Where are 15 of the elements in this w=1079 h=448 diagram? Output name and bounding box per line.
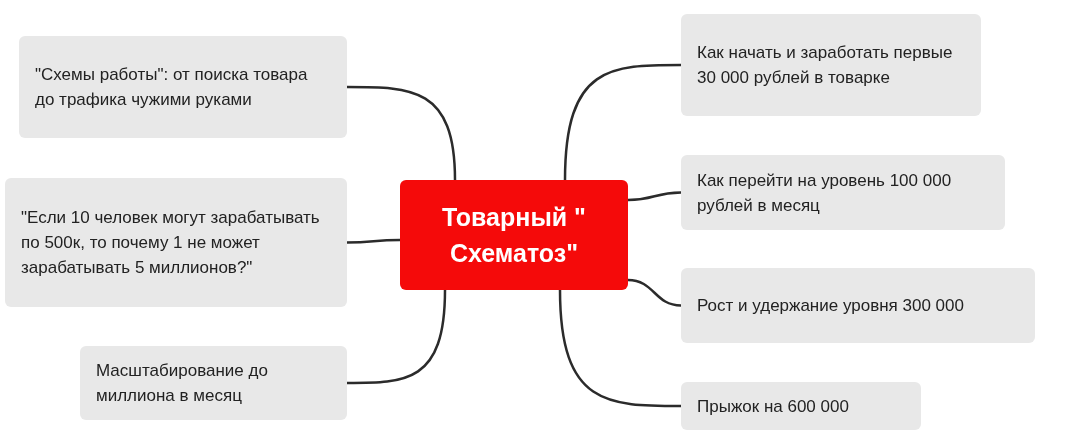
connector-curve [347, 238, 400, 244]
topic-box: Как начать и заработать первые 30 000 рублей в товарке [681, 14, 981, 116]
connector-curve [347, 289, 447, 385]
topic-box: Масштабирование до миллиона в месяц [80, 346, 347, 420]
central-topic-box: Товарный " Схематоз" [400, 180, 628, 290]
connector-curve [627, 278, 682, 307]
topic-box: Прыжок на 600 000 [681, 382, 921, 430]
topic-box: Как перейти на уровень 100 000 рублей в месяц [681, 155, 1005, 230]
topic-box: Рост и удержание уровня 300 000 [681, 268, 1035, 343]
connector-curve [563, 63, 681, 181]
connector-curve [558, 289, 681, 408]
topic-box: "Если 10 человек могут зарабатывать по 500к, то почему 1 не может зарабатывать 5 миллионов?" [5, 178, 347, 307]
connector-curve [627, 191, 682, 202]
connector-curve [347, 85, 457, 181]
topic-box: "Схемы работы": от поиска товара до трафика чужими руками [19, 36, 347, 138]
